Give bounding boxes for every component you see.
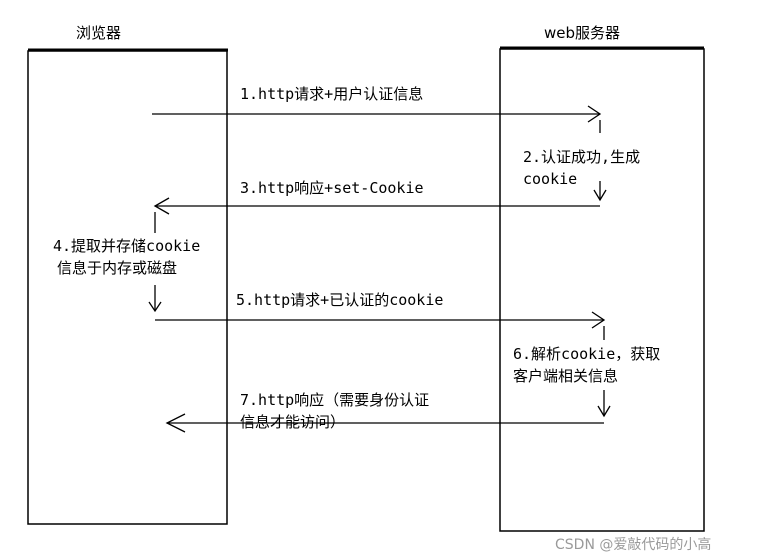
step-3-label: 3.http响应+set-Cookie — [240, 179, 424, 197]
step-7-label-line-1: 7.http响应（需要身份认证 — [240, 391, 430, 409]
arrow-step-2 — [593, 120, 607, 202]
arrow-step-7 — [165, 413, 604, 433]
browser-box — [27, 50, 228, 525]
arrow-step-4 — [148, 212, 162, 313]
arrow-step-3 — [153, 197, 600, 215]
arrow-step-5 — [155, 311, 606, 329]
step-7-label-line-2: 信息才能访问） — [240, 413, 346, 431]
arrow-step-6 — [597, 326, 611, 418]
browser-title: 浏览器 — [76, 24, 122, 42]
watermark: CSDN @爱敲代码的小高 — [555, 537, 712, 553]
step-4-label-line-1: 4.提取并存储cookie — [53, 237, 201, 255]
step-6-label-line-1: 6.解析cookie，获取 — [513, 345, 661, 363]
step-5-label: 5.http请求+已认证的cookie — [236, 291, 444, 309]
step-2-label-line-2: cookie — [523, 170, 578, 188]
step-6-label-line-2: 客户端相关信息 — [513, 367, 619, 385]
step-2-label-line-1: 2.认证成功,生成 — [523, 148, 641, 166]
server-box — [499, 48, 705, 532]
step-1-label: 1.http请求+用户认证信息 — [240, 85, 424, 103]
arrow-step-1 — [152, 105, 602, 123]
step-4-label-line-2: 信息于内存或磁盘 — [57, 259, 178, 277]
server-title: web服务器 — [544, 24, 621, 42]
